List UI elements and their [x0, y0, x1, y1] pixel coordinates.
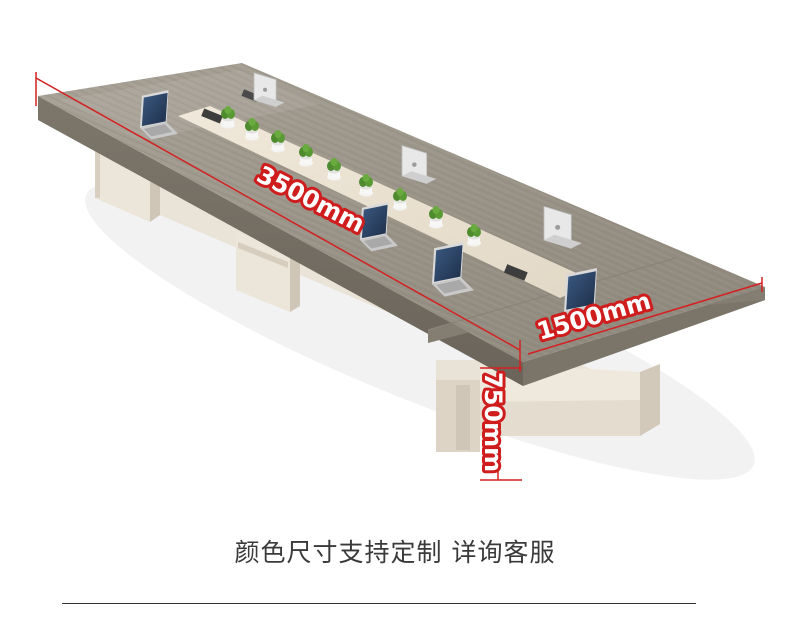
potted-plant [467, 224, 481, 247]
laptop [564, 268, 608, 326]
potted-plant [245, 118, 259, 141]
height-dimension-label: 750mm [479, 372, 507, 472]
dimension-lines [35, 72, 763, 481]
potted-plant [299, 144, 313, 167]
plant-row [221, 106, 481, 247]
conference-table-illustration: 3500mm 1500mm 750mm [35, 63, 765, 481]
potted-plant [429, 206, 443, 229]
laptop-group [140, 72, 608, 326]
laptop [253, 72, 285, 108]
laptop [432, 242, 474, 297]
laptop [401, 145, 437, 185]
potted-plant [271, 130, 285, 153]
product-caption: 颜色尺寸支持定制 详询客服 [234, 538, 556, 567]
laptop [543, 205, 582, 249]
potted-plant [327, 158, 341, 181]
potted-plant [221, 106, 235, 129]
caption-divider [62, 603, 696, 604]
laptop [360, 202, 398, 252]
laptop [140, 90, 178, 140]
potted-plant [393, 188, 407, 211]
potted-plant [359, 174, 373, 197]
